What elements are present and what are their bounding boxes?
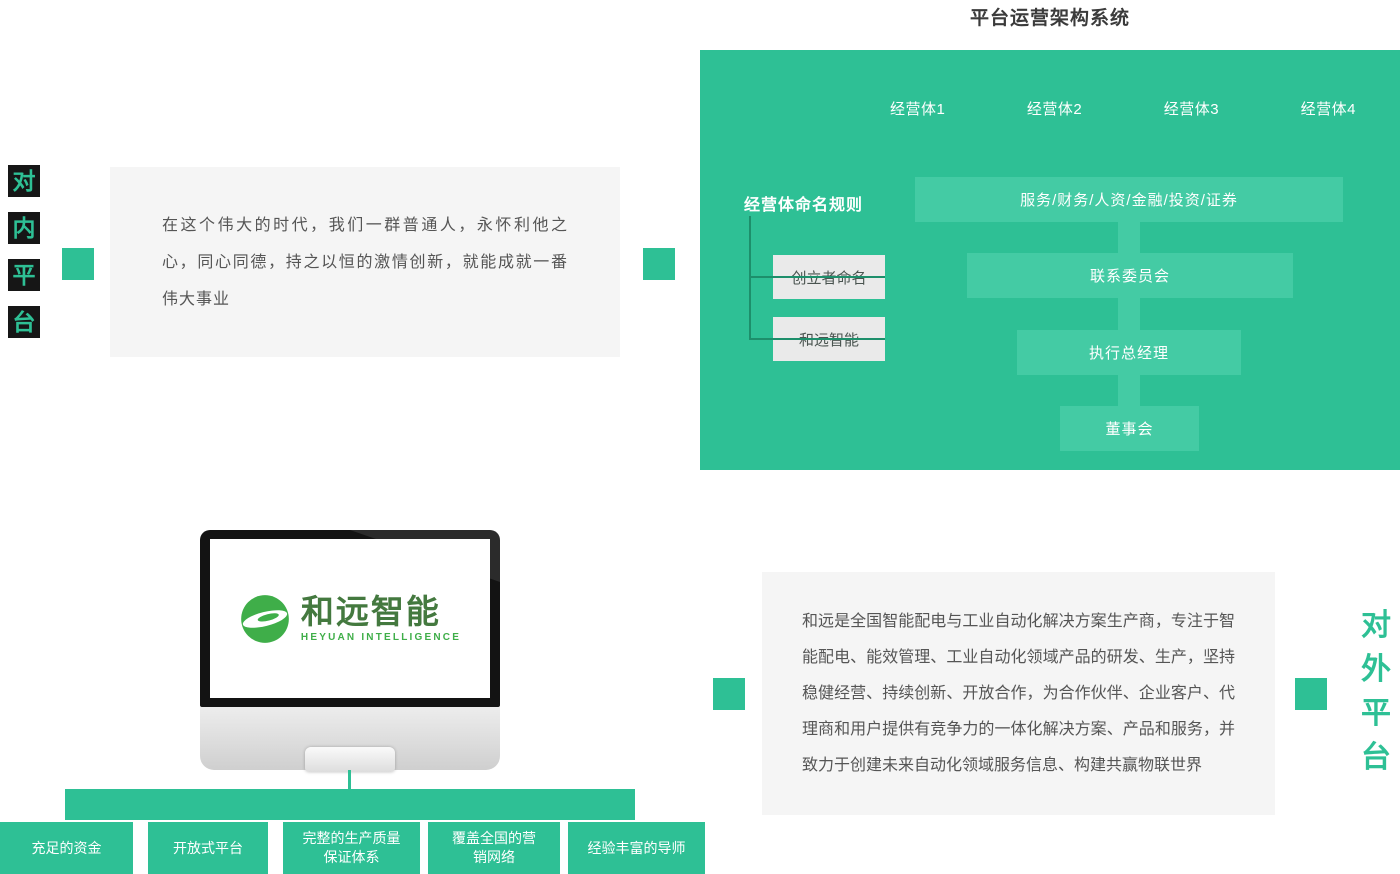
monitor-base	[305, 747, 395, 772]
business-unit-label: 经营体4	[1300, 101, 1356, 118]
external-platform-char: 平	[1361, 697, 1391, 730]
accent-square	[1295, 678, 1327, 710]
tree-branch-line	[749, 276, 885, 278]
accent-square	[643, 248, 675, 280]
level-connector	[1118, 222, 1140, 253]
org-level-bar: 董事会	[1060, 406, 1199, 451]
business-unit-label: 经营体3	[1163, 101, 1220, 118]
org-level-bar: 联系委员会	[967, 253, 1293, 298]
external-platform-char: 外	[1361, 653, 1391, 686]
monitor-stand	[200, 707, 500, 772]
mission-quote-box: 在这个伟大的时代，我们一群普通人，永怀利他之心，同心同德，持之以恒的激情创新，就…	[110, 167, 620, 357]
org-level-bar: 执行总经理	[1017, 330, 1241, 375]
monitor-screen: 和远智能 HEYUAN INTELLIGENCE	[210, 539, 490, 698]
naming-rule-label: 经营体命名规则	[744, 197, 864, 214]
business-unit-label: 经营体2	[1026, 101, 1083, 118]
pillar-box: 开放式平台	[148, 822, 268, 874]
internal-platform-char: 对	[8, 165, 40, 197]
pillar-box: 完整的生产质量保证体系	[283, 822, 420, 874]
business-unit-label: 经营体1	[890, 101, 946, 118]
heyuan-logo-icon	[241, 594, 289, 643]
page-title: 平台运营架构系统	[969, 8, 1130, 29]
external-platform-char: 台	[1361, 741, 1391, 774]
internal-platform-char: 台	[8, 306, 40, 338]
external-platform-char: 对	[1361, 609, 1391, 642]
level-connector	[1118, 375, 1140, 406]
company-intro-box: 和远是全国智能配电与工业自动化解决方案生产商，专注于智能配电、能效管理、工业自动…	[762, 572, 1275, 815]
monitor-illustration: 和远智能 HEYUAN INTELLIGENCE	[200, 530, 500, 707]
pillar-box: 充足的资金	[0, 822, 133, 874]
heyuan-logo: 和远智能 HEYUAN INTELLIGENCE	[239, 593, 461, 645]
business-unit-row: 经营体1 经营体2 经营体3 经营体4	[890, 98, 1356, 119]
logo-text-block: 和远智能 HEYUAN INTELLIGENCE	[300, 592, 462, 643]
foundation-bar	[65, 789, 635, 820]
accent-square	[713, 678, 745, 710]
org-chart-panel: 经营体1 经营体2 经营体3 经营体4 经营体命名规则 服务/财务/人资/金融/…	[700, 50, 1400, 470]
tree-branch-line	[749, 338, 885, 340]
accent-square	[62, 248, 94, 280]
company-intro-text: 和远是全国智能配电与工业自动化解决方案生产商，专注于智能配电、能效管理、工业自动…	[802, 613, 1235, 774]
logo-text-cn: 和远智能	[300, 592, 441, 630]
pillar-box: 覆盖全国的营销网络	[428, 822, 560, 874]
internal-platform-char: 平	[8, 259, 40, 291]
logo-text-en: HEYUAN INTELLIGENCE	[300, 631, 462, 643]
level-connector	[1118, 298, 1140, 330]
mission-quote-text: 在这个伟大的时代，我们一群普通人，永怀利他之心，同心同德，持之以恒的激情创新，就…	[162, 216, 568, 308]
internal-platform-char: 内	[8, 212, 40, 244]
connector-stem	[348, 770, 351, 789]
pillar-box: 经验丰富的导师	[568, 822, 705, 874]
org-level-bar: 服务/财务/人资/金融/投资/证券	[915, 177, 1343, 222]
